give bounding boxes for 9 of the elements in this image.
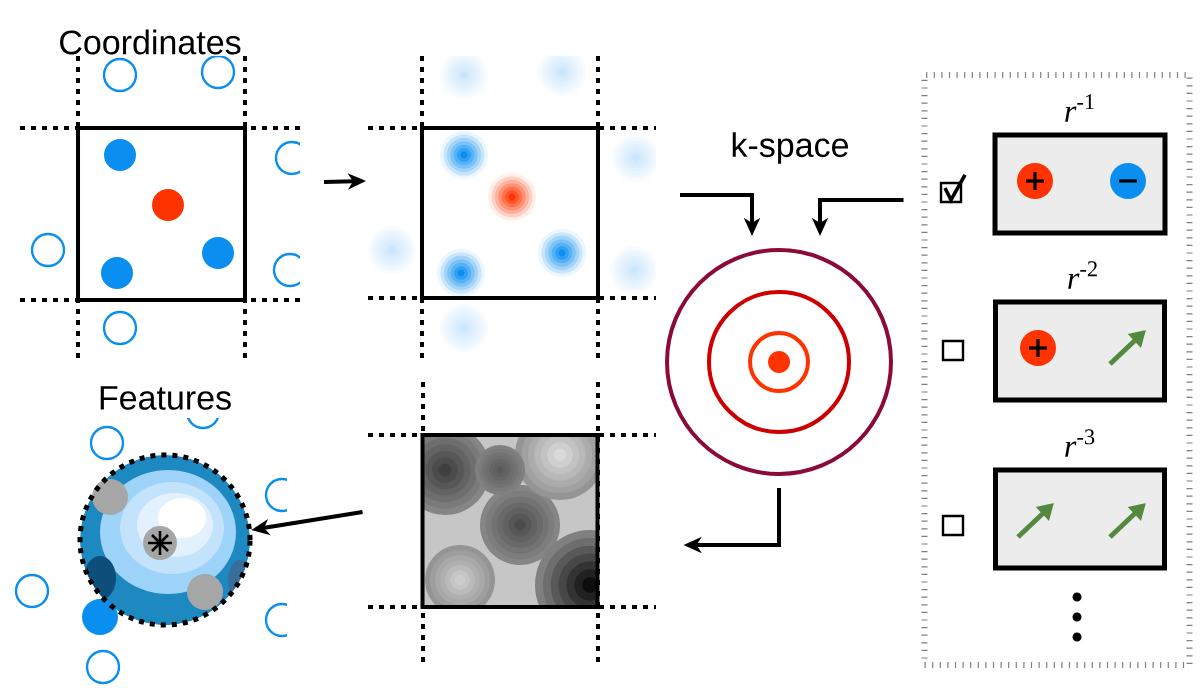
panel-title: r$^{-1}$ <box>1065 94 1094 122</box>
density-box <box>420 126 600 300</box>
panel-title: Coordinates <box>60 29 241 55</box>
panel-title: r$^{-3}$ <box>1065 429 1095 457</box>
panel-title: k-space <box>732 132 848 164</box>
panel-title: Features <box>100 386 231 410</box>
panel-title: r$^{-2}$ <box>1068 261 1097 289</box>
potential-map-box <box>420 433 600 609</box>
dotted-panel <box>921 72 1193 668</box>
